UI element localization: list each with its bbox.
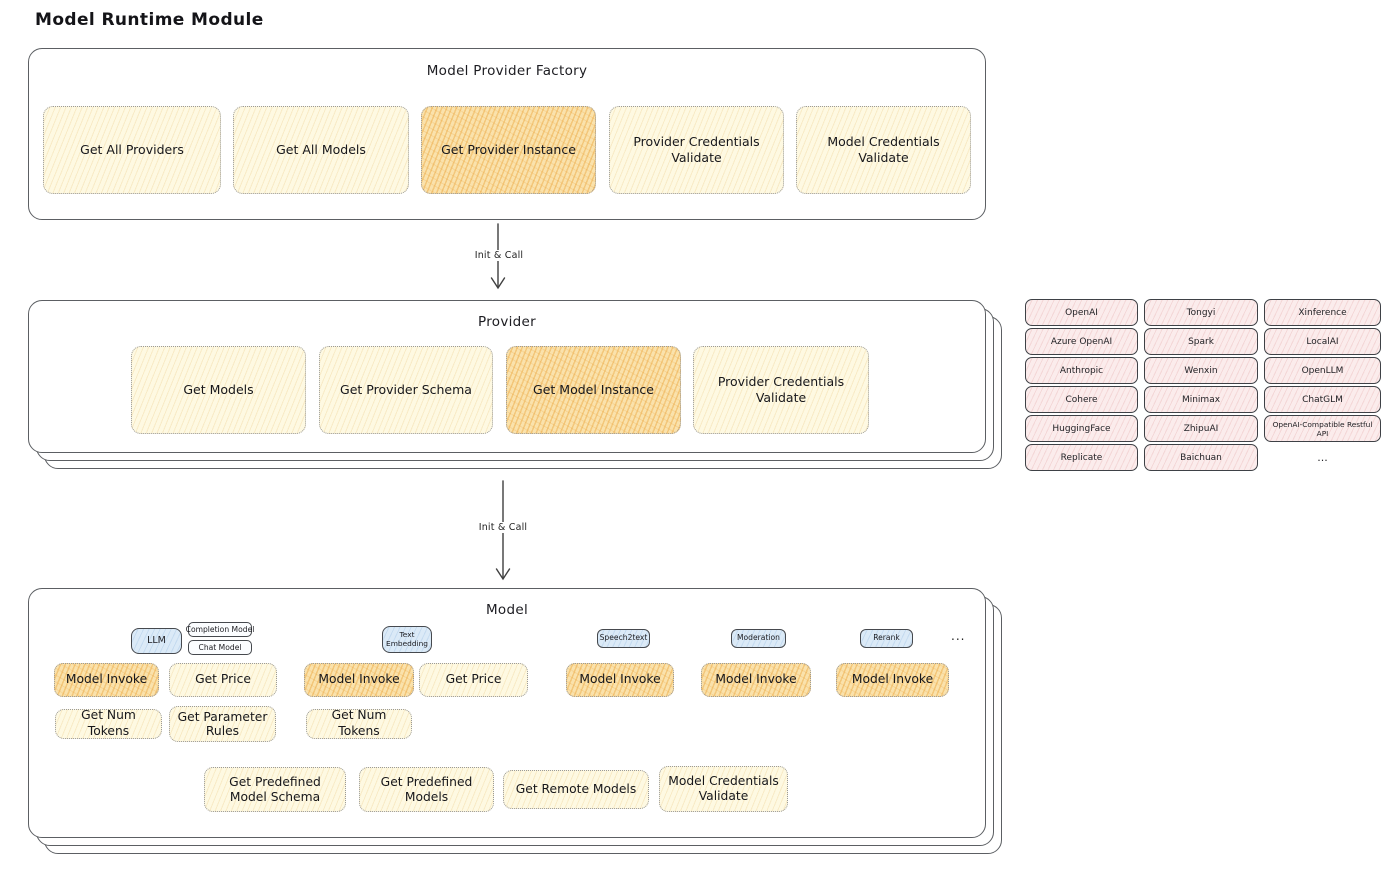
model-section: Model LLM Completion Model Chat Model Te…: [28, 588, 986, 838]
arrow-down-icon: [495, 480, 511, 581]
model-box-embedding-get-num-tokens: Get Num Tokens: [306, 708, 412, 739]
factory-box-get-all-models: Get All Models: [233, 106, 409, 194]
provider-chip-replicate: Replicate: [1025, 444, 1138, 471]
provider-chip-tongyi: Tongyi: [1144, 299, 1258, 326]
provider-chip-zhipuai: ZhipuAI: [1144, 415, 1258, 442]
providers-more-ellipsis: ...: [1317, 451, 1328, 464]
provider-chip-openai-compatible-restful-api: OpenAI-Compatible Restful API: [1264, 415, 1381, 442]
model-tags-more-ellipsis: ...: [951, 629, 966, 643]
tag-text-embedding: Text Embedding: [382, 626, 432, 653]
tag-rerank: Rerank: [860, 629, 913, 648]
factory-box-provider-credentials-validate: Provider Credentials Validate: [609, 106, 784, 194]
tag-moderation: Moderation: [731, 629, 786, 648]
model-box-llm-get-num-tokens: Get Num Tokens: [55, 708, 162, 739]
provider-chip-minimax: Minimax: [1144, 386, 1258, 413]
provider-box-get-provider-schema: Get Provider Schema: [319, 346, 493, 434]
factory-section: Model Provider Factory Get All Providers…: [28, 48, 986, 220]
model-box-get-predefined-models: Get Predefined Models: [359, 767, 494, 812]
provider-box-provider-credentials-validate: Provider Credentials Validate: [693, 346, 869, 434]
provider-chip-xinference: Xinference: [1264, 299, 1381, 326]
model-box-rerank-model-invoke: Model Invoke: [836, 663, 949, 697]
arrow-label-init-call-2: Init & Call: [475, 522, 531, 533]
provider-chip-cohere: Cohere: [1025, 386, 1138, 413]
tag-completion-model: Completion Model: [186, 622, 254, 637]
factory-title: Model Provider Factory: [426, 63, 588, 79]
arrow-label-init-call-1: Init & Call: [471, 250, 527, 261]
provider-chip-wenxin: Wenxin: [1144, 357, 1258, 384]
model-box-get-predefined-model-schema: Get Predefined Model Schema: [204, 767, 346, 812]
model-box-embedding-model-invoke: Model Invoke: [304, 663, 414, 697]
provider-chip-chatglm: ChatGLM: [1264, 386, 1381, 413]
tag-chat-model: Chat Model: [188, 640, 252, 655]
provider-chip-openai: OpenAI: [1025, 299, 1138, 326]
tag-llm: LLM: [131, 628, 182, 654]
providers-panel: OpenAI Tongyi Xinference Azure OpenAI Sp…: [1025, 299, 1381, 471]
model-box-llm-model-invoke: Model Invoke: [54, 663, 159, 697]
factory-box-model-credentials-validate: Model Credentials Validate: [796, 106, 971, 194]
factory-box-get-provider-instance: Get Provider Instance: [421, 106, 596, 194]
model-box-speech2text-model-invoke: Model Invoke: [566, 663, 674, 697]
factory-box-get-all-providers: Get All Providers: [43, 106, 221, 194]
provider-section: Provider Get Models Get Provider Schema …: [28, 300, 986, 453]
model-title: Model: [485, 602, 529, 618]
model-box-get-remote-models: Get Remote Models: [503, 770, 649, 809]
model-box-model-credentials-validate: Model Credentials Validate: [659, 766, 788, 812]
provider-box-get-model-instance: Get Model Instance: [506, 346, 681, 434]
provider-chip-huggingface: HuggingFace: [1025, 415, 1138, 442]
provider-title: Provider: [478, 314, 536, 330]
model-box-moderation-model-invoke: Model Invoke: [701, 663, 811, 697]
model-box-embedding-get-price: Get Price: [419, 663, 528, 697]
provider-chip-spark: Spark: [1144, 328, 1258, 355]
model-box-llm-get-price: Get Price: [169, 663, 277, 697]
provider-chip-azure-openai: Azure OpenAI: [1025, 328, 1138, 355]
model-box-llm-get-parameter-rules: Get Parameter Rules: [169, 706, 276, 742]
page-title: Model Runtime Module: [35, 10, 264, 30]
tag-speech2text: Speech2text: [597, 629, 650, 648]
provider-chip-openllm: OpenLLM: [1264, 357, 1381, 384]
provider-chip-baichuan: Baichuan: [1144, 444, 1258, 471]
provider-chip-localai: LocalAI: [1264, 328, 1381, 355]
provider-box-get-models: Get Models: [131, 346, 306, 434]
provider-chip-anthropic: Anthropic: [1025, 357, 1138, 384]
